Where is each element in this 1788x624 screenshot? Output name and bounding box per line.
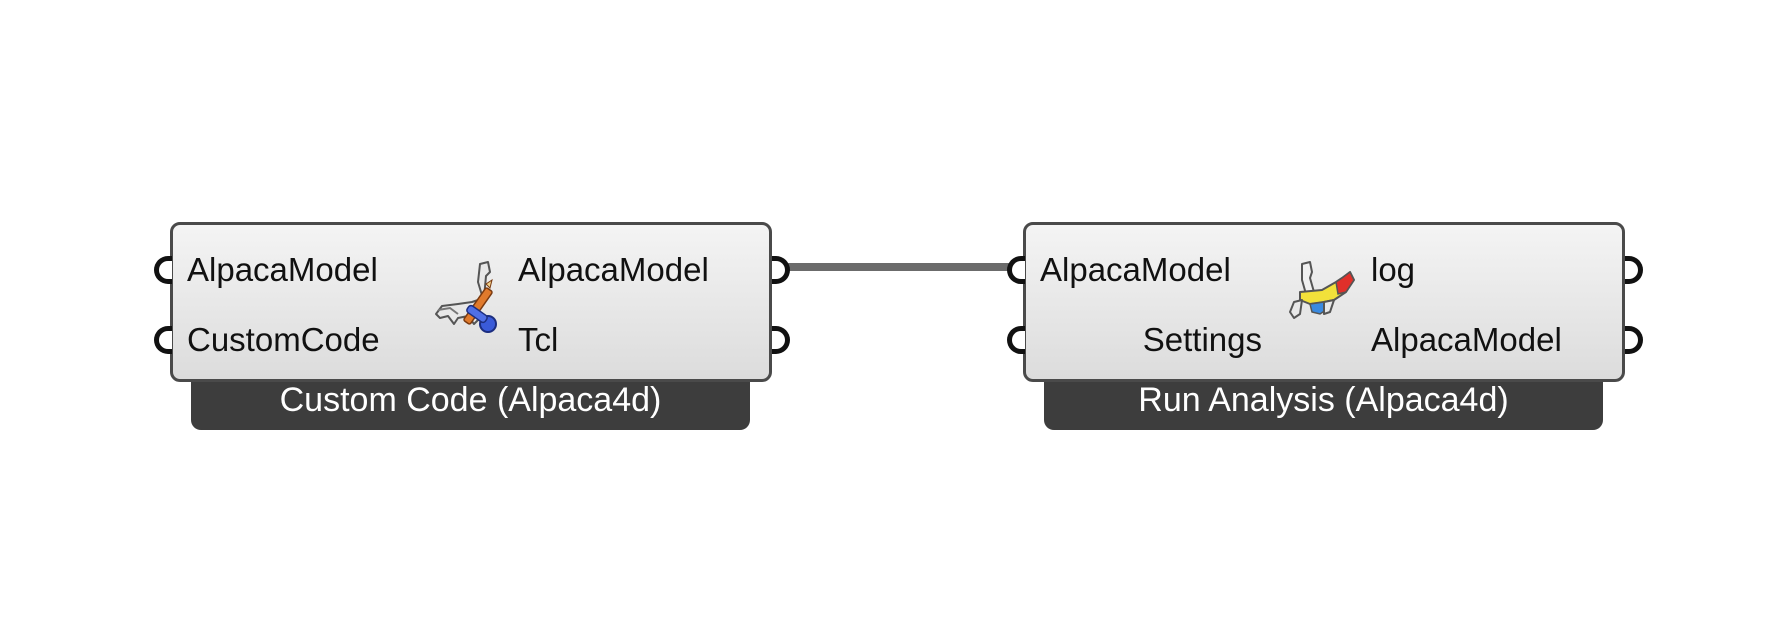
input-grip-alpacamodel[interactable]: [1007, 256, 1025, 284]
alpaca-colored-icon: [1289, 261, 1355, 319]
component-name-label: Custom Code (Alpaca4d): [191, 375, 750, 430]
output-grip-alpacamodel[interactable]: [772, 256, 790, 284]
output-param-label: log: [1371, 251, 1416, 288]
output-grip-log[interactable]: [1625, 256, 1643, 284]
output-grip-alpacamodel[interactable]: [1625, 326, 1643, 354]
input-param-label: AlpacaModel: [187, 251, 378, 288]
output-grip-tcl[interactable]: [772, 326, 790, 354]
input-param-label: AlpacaModel: [1040, 251, 1231, 288]
input-param-label: Settings: [1142, 321, 1262, 358]
input-param-label: CustomCode: [187, 321, 380, 358]
input-grip-alpacamodel[interactable]: [154, 256, 172, 284]
alpaca-pencil-icon: [435, 261, 497, 333]
output-param-label: AlpacaModel: [518, 251, 709, 288]
output-param-label: Tcl: [518, 321, 559, 358]
input-grip-settings[interactable]: [1007, 326, 1025, 354]
output-param-label: AlpacaModel: [1371, 321, 1562, 358]
connection-wire[interactable]: [783, 263, 1013, 271]
input-grip-customcode[interactable]: [154, 326, 172, 354]
component-name-label: Run Analysis (Alpaca4d): [1044, 375, 1603, 430]
